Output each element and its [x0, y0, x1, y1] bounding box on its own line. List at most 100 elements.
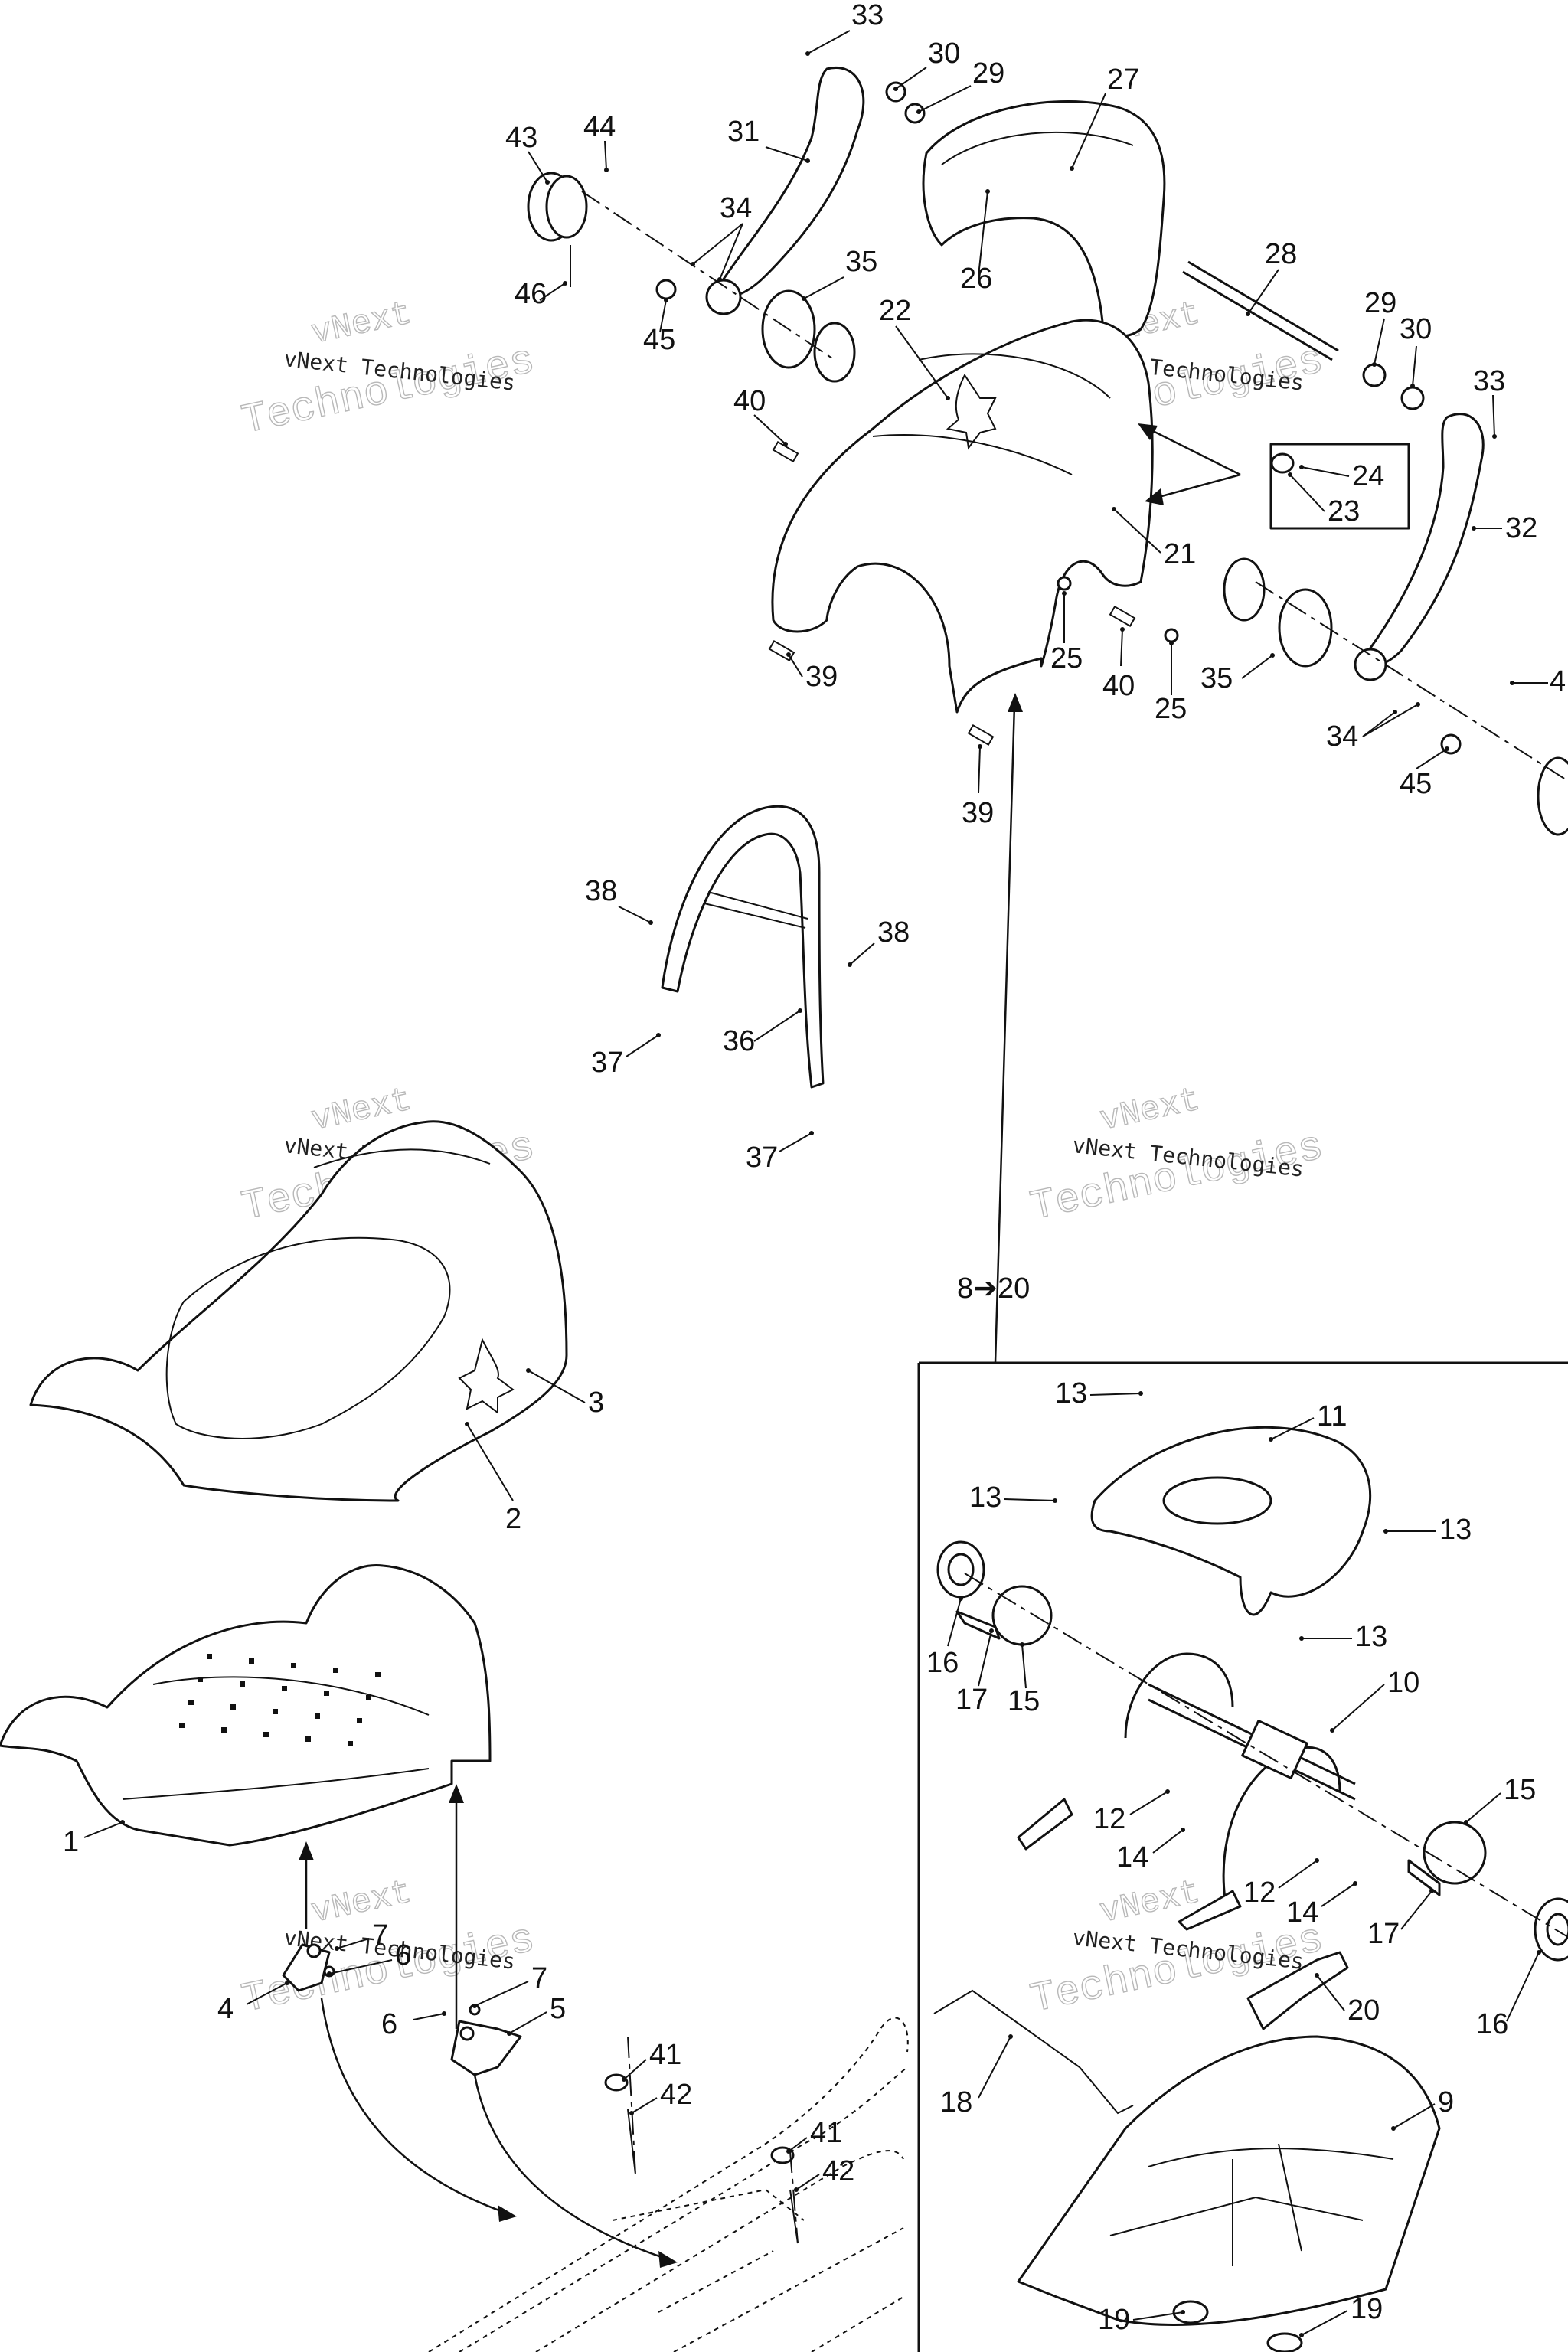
callout-c22: 22 — [879, 295, 911, 327]
leader-line-c12a — [1129, 1791, 1168, 1815]
leader-end-c35a — [802, 296, 806, 301]
leader-line-c35a — [803, 276, 844, 299]
callout-c46a: 46 — [514, 278, 547, 310]
leader-line-c9 — [1393, 2103, 1436, 2129]
leader-end-c41b — [786, 2149, 791, 2154]
callout-c13d: 13 — [1355, 1621, 1387, 1653]
base-hole — [324, 1690, 329, 1696]
leader-end-c25a — [1062, 591, 1067, 596]
leader-end-c34b — [1416, 702, 1420, 707]
leader-end-c16a — [959, 1596, 963, 1601]
leader-end-c4x — [1510, 681, 1514, 685]
watermark-upper-left: vNext Technologies vNext Technologies — [237, 295, 539, 446]
leader-line-c27 — [1071, 93, 1106, 169]
base-hole — [333, 1668, 338, 1673]
callout-c25a: 25 — [1050, 642, 1083, 675]
callout-c16a: 16 — [926, 1647, 959, 1679]
leader-end-c13d — [1299, 1636, 1304, 1641]
leader-line-c41b — [788, 2137, 808, 2152]
leader-line-c15a — [1021, 1644, 1027, 1689]
leader-end-c7b — [472, 2004, 477, 2008]
callout-c39a: 39 — [805, 661, 838, 693]
base-hole — [240, 1681, 245, 1687]
leader-end-c26 — [985, 189, 990, 194]
leader-end-c5 — [507, 2031, 511, 2036]
leader-line-c46a — [539, 283, 566, 301]
leader-line-c10 — [1331, 1684, 1385, 1731]
leader-line-c17a — [978, 1630, 992, 1687]
leader-end-c40b — [1120, 627, 1125, 632]
callout-c13a: 13 — [1055, 1377, 1087, 1410]
watermark-lower-left: vNext Technologies vNext Technologies — [237, 1873, 539, 2025]
watermark-mid-right: vNext Technologies vNext Technologies — [1026, 1081, 1328, 1233]
chassis-outline — [428, 2017, 909, 2352]
latch-rod — [933, 1989, 1134, 2115]
backrest-left-arm — [705, 67, 865, 315]
leader-end-c38b — [848, 962, 852, 967]
callout-c26: 26 — [960, 263, 992, 295]
leader-line-c20 — [1316, 1975, 1345, 2011]
callout-c13c: 13 — [1439, 1514, 1472, 1546]
callout-c2: 2 — [505, 1503, 521, 1535]
leader-end-c11 — [1269, 1437, 1273, 1442]
callout-c19a: 19 — [1098, 2304, 1130, 2336]
leader-end-c30a — [893, 87, 898, 91]
leader-end-c46a — [563, 281, 567, 286]
callout-c4: 4 — [217, 1993, 234, 2025]
callout-c40b: 40 — [1102, 670, 1135, 702]
seat-housing — [1017, 2035, 1441, 2352]
leader-end-c36 — [798, 1008, 802, 1013]
leader-line-c14b — [1321, 1883, 1356, 1907]
leader-line-c12b — [1278, 1860, 1318, 1889]
leader-end-c42b — [794, 2187, 799, 2192]
callout-c42b: 42 — [822, 2155, 854, 2187]
callout-c12b: 12 — [1243, 1877, 1276, 1909]
callout-c45a: 45 — [643, 324, 675, 356]
leader-end-c13c — [1383, 1529, 1388, 1534]
callout-c12a: 12 — [1093, 1803, 1125, 1835]
base-hole — [221, 1727, 227, 1733]
leader-end-c20 — [1315, 1973, 1319, 1978]
callout-c34a: 34 — [720, 192, 752, 224]
leader-line-c13a — [1089, 1393, 1142, 1396]
callout-c17b: 17 — [1367, 1918, 1400, 1950]
leader-end-c33a — [805, 51, 810, 56]
callout-c16b: 16 — [1476, 2008, 1508, 2040]
leader-end-c1 — [120, 1820, 125, 1824]
seat-strap — [1246, 1951, 1349, 2030]
leader-end-c24 — [1299, 465, 1304, 469]
leader-line-c35b — [1241, 655, 1273, 679]
passenger-seat — [771, 318, 1154, 714]
leader-end-c34b — [1393, 710, 1397, 714]
leader-end-c27 — [1070, 166, 1074, 171]
leader-end-c34a — [717, 277, 722, 282]
base-hole — [263, 1732, 269, 1737]
base-hole — [357, 1718, 362, 1723]
callout-c10: 10 — [1387, 1667, 1419, 1699]
leader-end-c23 — [1288, 472, 1292, 477]
leader-end-c13b — [1053, 1498, 1057, 1503]
callout-c41b: 41 — [810, 2117, 842, 2149]
callout-c24: 24 — [1352, 460, 1384, 492]
leader-end-c13a — [1138, 1391, 1143, 1396]
leader-line-c11 — [1270, 1417, 1315, 1440]
leader-end-c4 — [285, 1981, 289, 1985]
leader-end-c14a — [1181, 1828, 1185, 1832]
callout-c3: 3 — [588, 1387, 604, 1419]
callout-c17a: 17 — [956, 1684, 988, 1716]
bearing-right — [1407, 1821, 1568, 1962]
leader-line-c7b — [474, 1981, 529, 2007]
leader-line-c26 — [978, 191, 988, 276]
bracket-right — [450, 2004, 522, 2076]
callout-c14b: 14 — [1286, 1896, 1318, 1929]
leader-line-c41a — [623, 2059, 647, 2080]
base-hole — [282, 1686, 287, 1691]
seat-pins — [768, 440, 1179, 746]
backrest-pad — [922, 100, 1166, 338]
callout-c42a: 42 — [660, 2079, 692, 2111]
leader-line-c42a — [631, 2097, 658, 2114]
driver-seat — [29, 1120, 568, 1502]
leader-end-c22 — [946, 396, 950, 400]
base-hole — [188, 1700, 194, 1705]
base-hole — [375, 1672, 381, 1677]
